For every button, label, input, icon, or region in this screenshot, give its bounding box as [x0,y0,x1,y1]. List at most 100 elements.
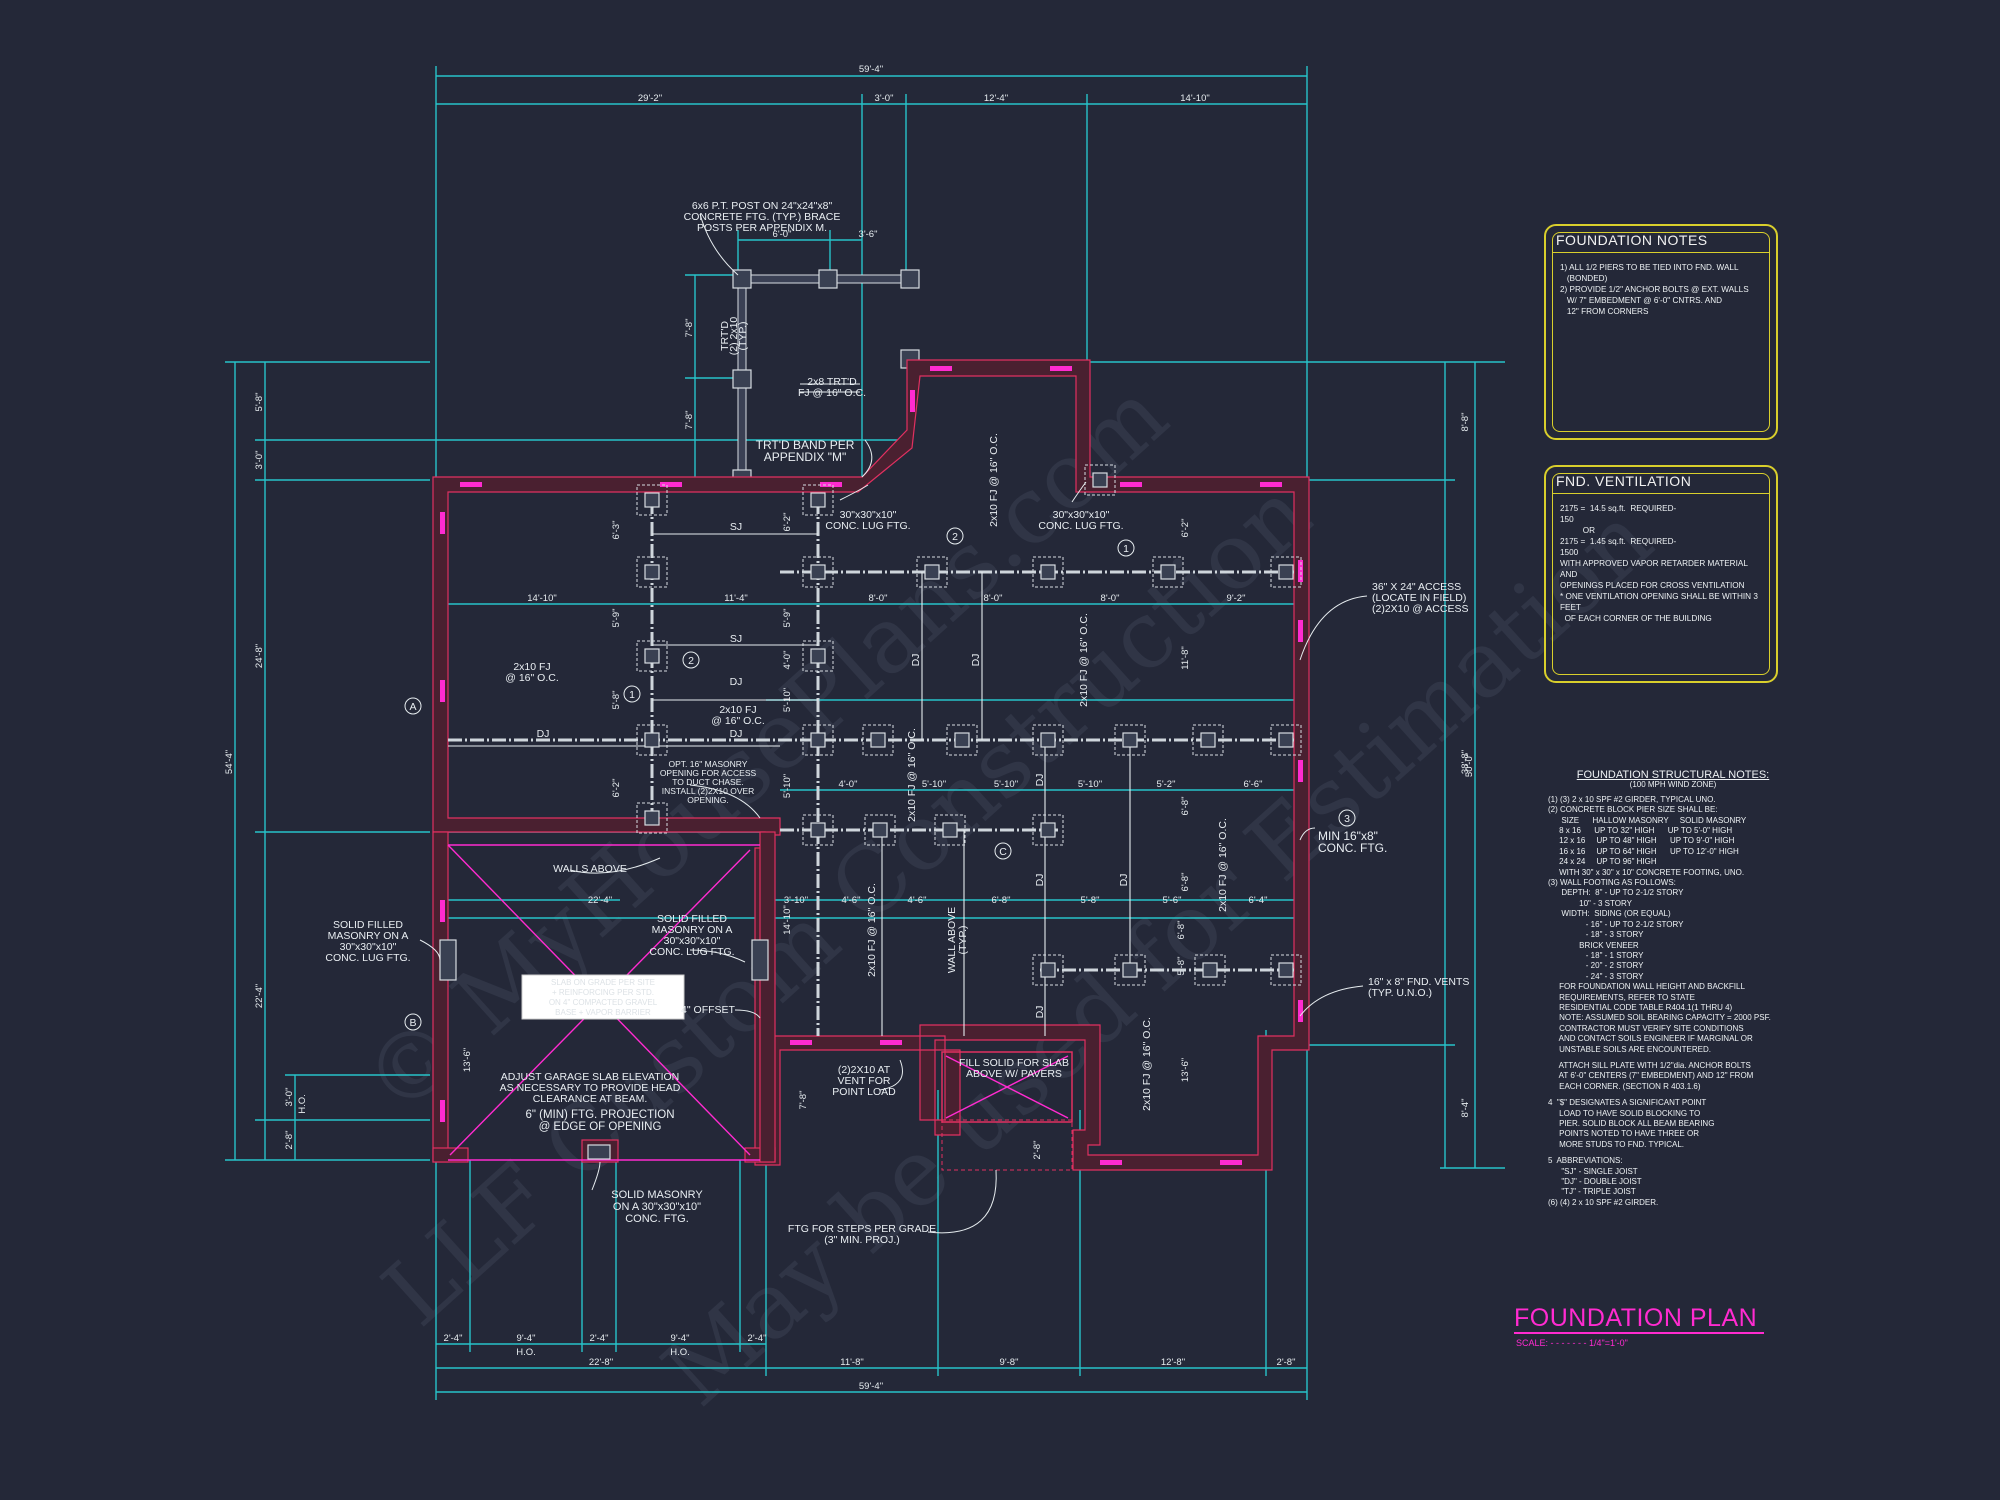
pier-block [644,492,660,508]
pier-block [1278,732,1294,748]
dim-left-overall: 54'-4" [224,750,235,774]
grid-mark-c: C [999,846,1007,858]
dimension-lines [225,66,1505,1400]
plan-title-underline [1514,1332,1764,1334]
dim-int: 5'-10" [994,779,1018,790]
fill-slab: FILL SOLID FOR SLAB [959,1057,1069,1069]
dim-int: 5'-10" [782,774,793,798]
foundation-notes-panel: FOUNDATION NOTES 1) ALL 1/2 PIERS TO BE … [1544,224,1778,440]
fj-left: 2x10 FJ [513,661,550,673]
dj-label: DJ [1034,774,1046,787]
dim-left-s5: 3'-0" [284,1088,295,1107]
adjust-note: ADJUST GARAGE SLAB ELEVATION [501,1071,680,1083]
pier-block [810,822,826,838]
note-mark-3: 3 [1344,813,1350,825]
structural-note-line: LOAD TO HAVE SOLID BLOCKING TO [1548,1108,1701,1118]
dim-int: 6'-8" [1176,921,1187,940]
dim-int: 8'-0" [869,593,888,604]
structural-note-line: WIDTH: SIDING (OR EQUAL) [1548,909,1671,919]
structural-note-line: UNSTABLE SOILS ARE ENCOUNTERED. [1548,1044,1711,1054]
dim-int: 6'-8" [1180,873,1191,892]
dj-label: DJ [537,728,550,740]
dim-bottom-s5: 2'-8" [1277,1357,1296,1368]
grid-mark-a: A [409,701,416,713]
dj-label: DJ [1118,874,1130,887]
pier-block [810,564,826,580]
structural-note-line: SIZE HALLOW MASONRY SOLID MASONRY [1548,815,1747,825]
dim-left-s1: 5'-8" [254,393,265,412]
structural-note-line: "SJ" - SINGLE JOIST [1548,1166,1638,1176]
offset-note: 4" OFFSET [681,1004,735,1016]
dim-left-s4: 22'-4" [254,984,265,1008]
structural-note-line: 10" - 3 STORY [1548,898,1632,908]
dim-garage-c: 2'-4" [590,1333,609,1344]
pier-footing [1152,556,1184,588]
pier-footing [1270,954,1302,986]
lug-ftg-2: CONC. LUG FTG. [1038,520,1123,532]
pier-footing [636,556,668,588]
pier-block [954,732,970,748]
pier-footing [1114,724,1146,756]
plan-scale: SCALE: - - - - - - - 1/4"=1'-0" [1516,1338,1628,1348]
access-note: (2)2X10 @ ACCESS [1372,603,1468,615]
fj-mid: @ 16" O.C. [711,715,764,727]
pier-footing [636,802,668,834]
dim-int: 14'-10" [527,593,556,604]
ventilation-title: FND. VENTILATION [1556,473,1692,489]
fj-label: 2x10 FJ @ 16" O.C. [906,728,918,822]
lug-ftg-1: CONC. LUG FTG. [825,520,910,532]
pier-block [644,564,660,580]
pier-footing [802,556,834,588]
structural-note-line: - 24" - 3 STORY [1548,971,1644,981]
structural-note-line: MORE STUDS TO FND. TYPICAL. [1548,1139,1685,1149]
dim-int: 11'-4" [724,593,748,604]
anchor-marks [440,366,1303,1165]
piers [636,464,1302,986]
dim-right-s3: 8'-4" [1460,1099,1471,1118]
structural-note-line: PIER. SOLID BLOCK ALL BEAM BEARING [1548,1119,1715,1128]
wall-above: (TYP.) [957,926,969,955]
pier-footing [864,814,896,846]
fill-slab: ABOVE W/ PAVERS [966,1068,1062,1080]
structural-note-line: (1) (3) 2 x 10 SPF #2 GIRDER, TYPICAL UN… [1548,794,1716,804]
pier-block [1278,962,1294,978]
ventilation-body: 2175 = 14.5 sq.ft. REQUIRED- 150 OR 2175… [1560,503,1766,624]
pier-block [1040,564,1056,580]
pier-footing [802,484,834,516]
structural-note-line: REQUIREMENTS, REFER TO STATE [1548,992,1695,1002]
pier-block [1040,822,1056,838]
ventilation-inner-border [1552,473,1770,675]
dim-int: 4'-0" [839,779,858,790]
trtd-post: (TYP.) [737,322,749,351]
structural-note-line: 16 x 16 UP TO 64" HIGH UP TO 12'-0" HIGH [1548,846,1739,856]
fj-label: 2x10 FJ @ 16" O.C. [988,433,1000,527]
structural-note-line: AT 6'-0" CENTERS (7" EMBEDMENT) AND 12" … [1548,1071,1754,1081]
pier-footing [1270,556,1302,588]
solid-mid: SOLID FILLED [657,913,727,925]
pier-footing [1270,724,1302,756]
dim-left-s3: 24'-8" [254,644,265,668]
dim-ho1: H.O. [516,1347,536,1358]
pier-footing [802,814,834,846]
band-note: TRT'D BAND PER [756,438,855,452]
pier-block [810,648,826,664]
dim-left-s2: 3'-0" [254,451,265,470]
dim-int: 5'-9" [611,609,622,628]
point-load: POINT LOAD [832,1086,896,1098]
foundation-notes-inner-border [1552,232,1770,432]
pier-footing [1194,954,1226,986]
dim-int: 5'-8" [1176,957,1187,976]
dim-int: 7'-8" [798,1091,809,1110]
pier-footing [1084,464,1116,496]
dim-int: 9'-2" [1227,593,1246,604]
sj-label: SJ [730,633,742,645]
chase-note: OPT. 16" MASONRY [669,759,748,769]
ventilation-panel: FND. VENTILATION 2175 = 14.5 sq.ft. REQU… [1544,465,1778,683]
dim-int: 6'-6" [1244,779,1263,790]
pier-block [1092,472,1108,488]
structural-note-line: EACH CORNER. (SECTION R 403.1.6) [1548,1081,1701,1091]
fj-label: 2x10 FJ @ 16" O.C. [1141,1017,1153,1111]
chase-note: OPENING FOR ACCESS [660,768,757,778]
dim-top-seg1: 29'-2" [638,93,662,104]
dim-bottom-overall: 59'-4" [859,1381,883,1392]
